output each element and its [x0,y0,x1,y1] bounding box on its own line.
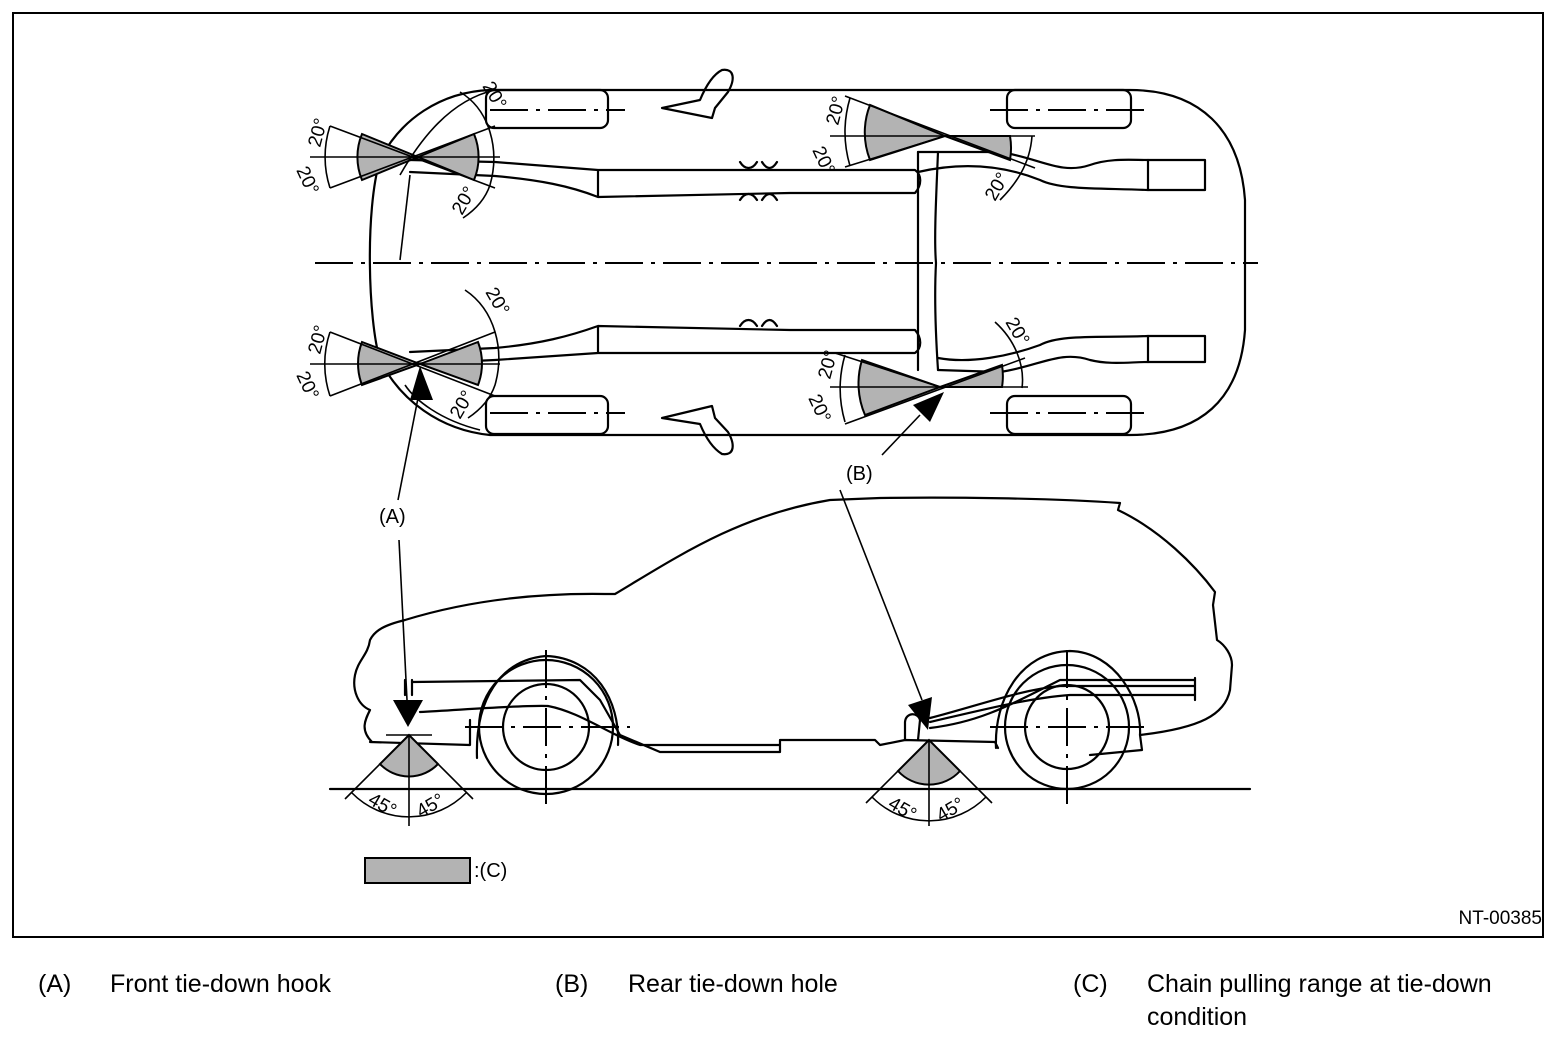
legend-text: Chain pulling range at tie-down conditio… [1147,968,1492,1034]
legend-item-b: (B) Rear tie-down hole [555,968,838,1001]
leader-b-top [881,414,921,456]
rear-frame [928,676,1197,730]
arrowhead-b-top [913,392,944,422]
mirror-left [660,68,734,120]
range-rear-left [830,95,1036,201]
angle-label: 20° [448,183,481,218]
legend-key: (A) [38,970,72,998]
angle-label: 20° [291,368,322,403]
arrowhead-a-top [410,366,433,400]
figure-frame [12,12,1544,938]
legend-text: Rear tie-down hole [628,970,838,998]
leader-a-side [398,539,408,701]
range-side-rear [865,738,993,826]
rear-rail-left [916,150,1207,192]
angle-label: 20° [446,387,479,422]
angle-label: 45° [413,790,448,823]
angle-label: 20° [305,323,333,356]
rail-bumps [738,318,779,328]
figure-code: NT-00385 [1458,908,1542,929]
shade-key-label: :(C) [474,860,507,882]
angle-label: 20° [807,143,838,178]
front-tie-down-hook [403,678,414,697]
angle-label: 20° [305,116,333,149]
mirror-right [660,404,734,456]
angle-label: 20° [291,163,322,198]
wheel-front-right [484,394,610,436]
callout-b: (B) [846,463,873,485]
arrowhead-b-side [908,697,932,730]
legend-text-line: condition [1147,1003,1248,1031]
crossmember [916,150,940,372]
angle-label: 20° [478,78,511,113]
angle-label: 20° [803,391,834,426]
rear-tie-down-hole [903,713,922,742]
wheel-rear-right [1005,394,1133,436]
range-side-front [344,733,474,826]
leader-b-side [839,489,923,701]
rail-bumps [738,160,779,202]
angle-label: 45° [933,794,968,827]
frame-rail-left [408,158,922,199]
angle-label: 20° [981,169,1014,204]
legend-item-a: (A) Front tie-down hook [38,968,331,1001]
leader-a-top [397,397,419,501]
callout-a: (A) [379,506,406,528]
rear-rail-right [936,334,1207,374]
frame-rail-right [408,324,922,366]
underbody [368,678,1000,754]
range-front-right [310,289,500,431]
angle-label: 45° [365,789,400,822]
legend-item-c: (C) Chain pulling range at tie-down cond… [1073,968,1492,1031]
legend-key: (C) [1073,970,1108,998]
side-view: 45° 45° 45° 45° [328,489,1252,826]
arrowhead-a-side [393,700,423,727]
range-rear-right [830,321,1028,425]
angle-label: 45° [885,793,920,826]
angle-label: 20° [481,284,514,319]
legend-text: Front tie-down hook [110,970,331,998]
side-view-angle-labels: 45° 45° 45° 45° [365,789,969,826]
legend-key: (B) [555,970,589,998]
angle-label: 20° [1001,314,1034,349]
side-view-body-outline [353,496,1234,757]
range-front-left [310,89,500,261]
top-view: 20° 20° 20° 20° 20° 20° 20° 20° 20° 20° … [291,68,1258,501]
shade-key-swatch [364,857,471,884]
legend-text-line: Chain pulling range at tie-down [1147,970,1492,998]
